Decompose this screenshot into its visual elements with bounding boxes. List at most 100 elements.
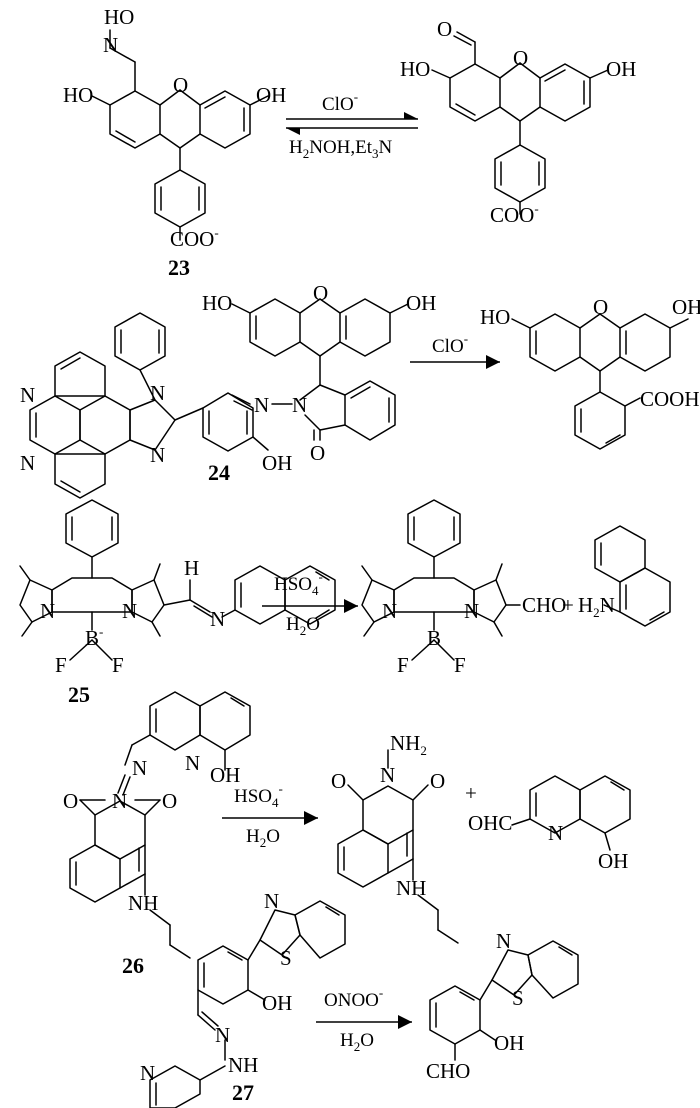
reaction-26-arrow: HSO4- H2O [222,781,318,850]
compound-27-reactant: N S OH N NH N 27 [140,889,346,1108]
reagent-26-bottom: H2O [246,826,280,850]
amide-o-label: O [310,441,325,465]
ring-o-label: O [593,295,608,319]
quin-n-label: N [548,821,563,845]
reagent-26-top: HSO4- [234,781,283,810]
o2-label: O [162,789,177,813]
aldehyde-label: CHO [522,593,566,617]
ohc-label: OHC [468,811,512,835]
n-left-label: N [382,599,397,623]
imine-n-label: N [210,607,225,631]
compound-number-25: 25 [68,682,90,707]
left-oh-label: HO [400,57,430,81]
acid-label: COOH [640,387,700,411]
reagent-reverse: H2NOH,Et3N [289,137,393,161]
nh2-label: NH2 [390,731,427,758]
boron-label: B- [85,624,103,650]
nh-label: NH [396,876,426,900]
oh-label: OH [210,763,240,787]
n1-label: N [215,1023,230,1047]
reaction-27-arrow: ONOO- H2O [316,985,412,1054]
quin-n-label: N [185,751,200,775]
imine-n-label: N [132,756,147,780]
plus-sign: + [465,781,477,805]
imid-n2-label: N [150,443,165,467]
reaction-24: HO OH O N N N N N N O OH 24 ClO- [20,281,700,499]
phen-n1-label: N [20,383,35,407]
reagent-25-top: HSO4- [274,569,323,598]
compound-23-product: O HO OH O COO- [400,17,636,227]
right-oh-label: OH [256,83,286,107]
compound-23-reactant: HO N HO OH O COO- 23 [63,5,286,280]
reaction-23: HO N HO OH O COO- 23 ClO- H2NOH,Et3N [63,5,636,280]
imide-n-label: N [112,789,127,813]
thz-n-label: N [496,929,511,953]
oh-label: OH [262,991,292,1015]
compound-24-reactant: HO OH O N N N N N N O OH 24 [20,281,436,499]
phenol-label: OH [262,451,292,475]
h-label: H [184,556,199,580]
amide-n-label: N [292,393,307,417]
reaction-25-arrow: HSO4- H2O [262,569,358,638]
py-n-label: N [140,1061,155,1085]
oxime-n-label: N [103,33,118,57]
compound-number-27: 27 [232,1080,254,1105]
hydrazone-n-label: N [254,393,269,417]
compound-number-26: 26 [122,953,144,978]
ring-o-label: O [513,46,528,70]
s-label: S [512,986,524,1010]
carboxylate-label: COO- [170,225,219,251]
right-oh-label: OH [406,291,436,315]
reaction-25: H N N N B- F F 25 HSO4- H2O [19,499,671,707]
compound-26-product: NH2 N O O NH + OHC N OH [331,731,631,944]
amine-label: H2N [578,593,615,620]
thz-n-label: N [264,889,279,913]
left-oh-label: HO [480,305,510,329]
ring-o-label: O [313,281,328,305]
n-right-label: N [122,599,137,623]
reagent-27-top: ONOO- [324,985,383,1011]
equilibrium-arrows: ClO- H2NOH,Et3N [286,89,418,161]
n-left-label: N [40,599,55,623]
n-right-label: N [464,599,479,623]
right-oh-label: OH [672,295,700,319]
reagent-24: ClO- [432,331,468,357]
boron-label: B [427,626,441,650]
nh-label: NH [228,1053,258,1077]
compound-number-23: 23 [168,255,190,280]
o2-label: O [430,769,445,793]
left-oh-label: HO [202,291,232,315]
s-label: S [280,946,292,970]
oh-label: OH [598,849,628,873]
phen-n2-label: N [20,451,35,475]
oh-label: OH [494,1031,524,1055]
o1-label: O [63,789,78,813]
reagent-forward: ClO- [322,89,358,115]
imide-n-label: N [380,763,395,787]
reaction-24-arrow: ClO- [410,331,500,369]
imid-n1-label: N [150,381,165,405]
aldehyde-o-label: O [437,17,452,41]
reaction-27: N S OH N NH N 27 ONOO- H2O N S OH [140,889,579,1108]
reagent-25-bottom: H2O [286,614,320,638]
o1-label: O [331,769,346,793]
f2-label: F [454,653,466,677]
compound-27-product: N S OH CHO [426,929,579,1083]
reagent-27-bottom: H2O [340,1030,374,1054]
left-oh-label: HO [63,83,93,107]
plus-sign: + [562,593,574,617]
f1-label: F [55,653,67,677]
cho-label: CHO [426,1059,470,1083]
oxime-oh-label: HO [104,5,134,29]
compound-number-24: 24 [208,460,230,485]
xanthene-core [109,89,251,149]
reaction-26: N N OH N O O NH 26 HSO4- H2O [63,691,631,978]
nh-label: NH [128,891,158,915]
compound-26-reactant: N N OH N O O NH 26 [63,691,251,978]
f1-label: F [397,653,409,677]
f2-label: F [112,653,124,677]
compound-24-product: HO OH O COOH [480,295,700,450]
compound-25-product: N N B F F CHO + H2N [361,499,671,677]
compound-25-reactant: H N N N B- F F 25 [19,499,336,707]
